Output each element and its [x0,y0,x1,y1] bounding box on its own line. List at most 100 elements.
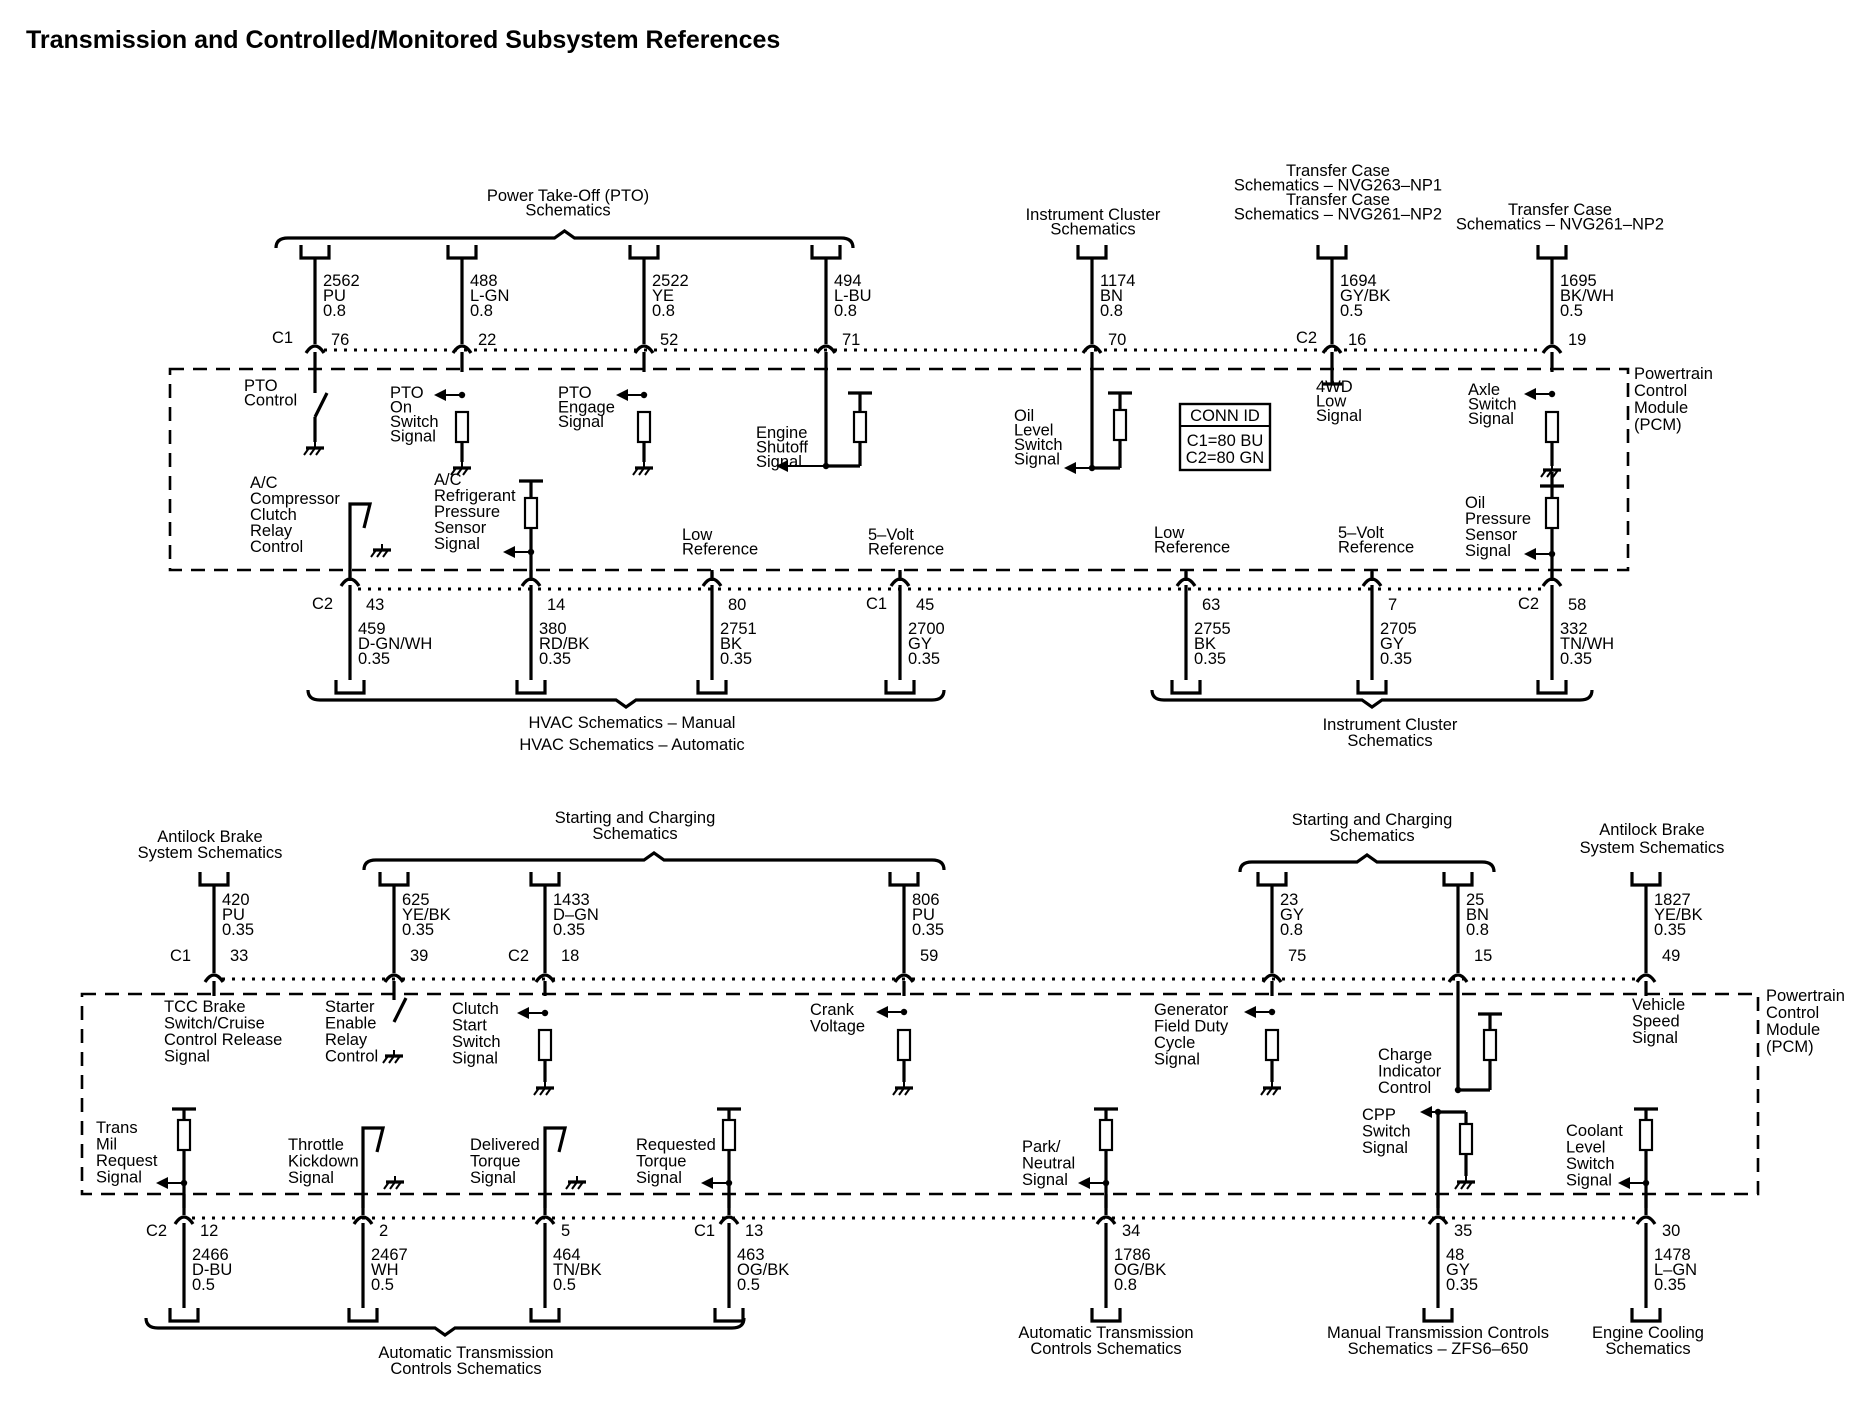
circuit-number: 459 [358,620,386,638]
trans-mil-label: Request [96,1152,158,1170]
charge-indicator-label: Charge [1378,1046,1432,1064]
wire-color: TN/BK [553,1261,602,1279]
wire-color: BK/WH [1560,287,1614,305]
signal-arrow-icon [1078,1177,1090,1189]
tcc-brake-label: Control Release [164,1031,282,1049]
relay-switch-icon [348,502,373,581]
connector-pin [1541,344,1563,354]
starter-enable-label: Enable [325,1015,376,1033]
conn-id-c1: C1=80 BU [1187,432,1264,450]
circuit-number: 1695 [1560,272,1597,290]
pin-number: 59 [920,947,938,965]
pin-number: 49 [1662,947,1680,965]
circuit-number: 420 [222,891,250,909]
connector-id: C2 [1296,329,1317,347]
pin-number: 75 [1288,947,1306,965]
connector-id: C1 [272,329,293,347]
ground-hatch [303,447,310,456]
ac-clutch-label: Control [250,538,303,556]
pto-on-label: PTO [390,384,424,402]
signal-arrow-icon [1524,388,1536,400]
ground-hatch [892,1087,899,1096]
wire-gauge: 0.8 [1280,921,1303,939]
trans-mil-label: Mil [96,1136,117,1154]
engine-shutoff-label: Shutoff [756,439,808,457]
hvac-reference: HVAC Schematics – Automatic [519,736,744,754]
oil-pressure-label: Sensor [1465,526,1518,544]
ground-hatch [395,1181,402,1190]
connector-reference-symbol [334,680,366,695]
crank-voltage-label: Voltage [810,1018,865,1036]
wire-color: BN [1100,287,1123,305]
generator-field-label: Signal [1154,1051,1200,1069]
pin-number: 22 [478,331,496,349]
pin-number: 7 [1388,596,1397,614]
clutch-start-label: Switch [452,1033,501,1051]
oil-level-label: Switch [1014,436,1063,454]
abs-reference: System Schematics [1580,839,1725,857]
wire-color: GY [1446,1261,1470,1279]
coolant-level-label: Signal [1566,1172,1612,1190]
oil-level-label: Oil [1014,407,1034,425]
signal-arrow-icon [1618,1177,1630,1189]
resistor-icon [176,1118,192,1152]
ground-hatch [533,1087,540,1096]
wire-gauge: 0.8 [652,302,675,320]
wire-color: D-BU [192,1261,232,1279]
five-volt-label: 5–Volt [868,526,914,544]
signal-arrow-icon [876,1006,888,1018]
circuit-number: 2562 [323,272,360,290]
circuit-number: 1174 [1100,272,1135,290]
pto-control-label: PTO [244,377,278,395]
connector-pin [173,1215,195,1225]
reference-brace [306,689,946,709]
axle-switch-label: Signal [1468,410,1514,428]
engine-cooling-reference: Schematics [1605,1340,1690,1358]
connector-id: C2 [508,947,529,965]
pin-number: 5 [561,1222,570,1240]
wire-gauge: 0.35 [1194,650,1226,668]
ground-hatch [1546,469,1553,478]
starter-enable-label: Control [325,1048,378,1066]
hvac-reference: HVAC Schematics – Manual [529,714,736,732]
signal-arrow-icon [701,1177,713,1189]
requested-torque-label: Signal [636,1169,682,1187]
wire-color: RD/BK [539,635,589,653]
clutch-start-label: Clutch [452,1000,499,1018]
schematic-lines [80,229,1760,1337]
wire-gauge: 0.35 [1560,650,1592,668]
connector-pin [520,577,542,587]
ground-hatch [370,549,377,558]
pcm-label: (PCM) [1634,416,1682,434]
transfer-case-reference: Schematics – NVG263–NP1 [1234,177,1442,195]
throttle-kickdown-label: Kickdown [288,1153,359,1171]
transfer-case-reference: Schematics – NVG261–NP2 [1456,216,1664,234]
auto-trans-reference: Controls Schematics [390,1360,541,1378]
connector-pin [893,973,915,983]
ac-clutch-label: Clutch [250,506,297,524]
generator-field-label: Cycle [1154,1034,1195,1052]
signal-arrow-icon [434,389,446,401]
ground-hatch [309,447,316,456]
circuit-number: 806 [912,891,940,909]
connector-pin [1635,1215,1657,1225]
wire-gauge: 0.35 [222,921,254,939]
wire-gauge: 0.8 [1114,1276,1137,1294]
five-volt-label: Reference [868,541,944,559]
ground-hatch [1466,1181,1473,1190]
pin-number: 18 [561,947,579,965]
starting-charging-reference: Schematics [592,825,677,843]
oil-pressure-label: Pressure [1465,510,1531,528]
pin-number: 14 [547,596,565,614]
ac-pressure-label: A/C [434,471,462,489]
wire-gauge: 0.5 [553,1276,576,1294]
circuit-number: 463 [737,1246,765,1264]
wire-gauge: 0.8 [470,302,493,320]
ground-hatch [1266,1087,1273,1096]
ground-hatch [1552,469,1559,478]
wire-gauge: 0.35 [539,650,571,668]
five-volt-label: Reference [1338,539,1414,557]
connector-reference-symbol [628,245,660,260]
starting-charging-reference: Schematics [1329,827,1414,845]
